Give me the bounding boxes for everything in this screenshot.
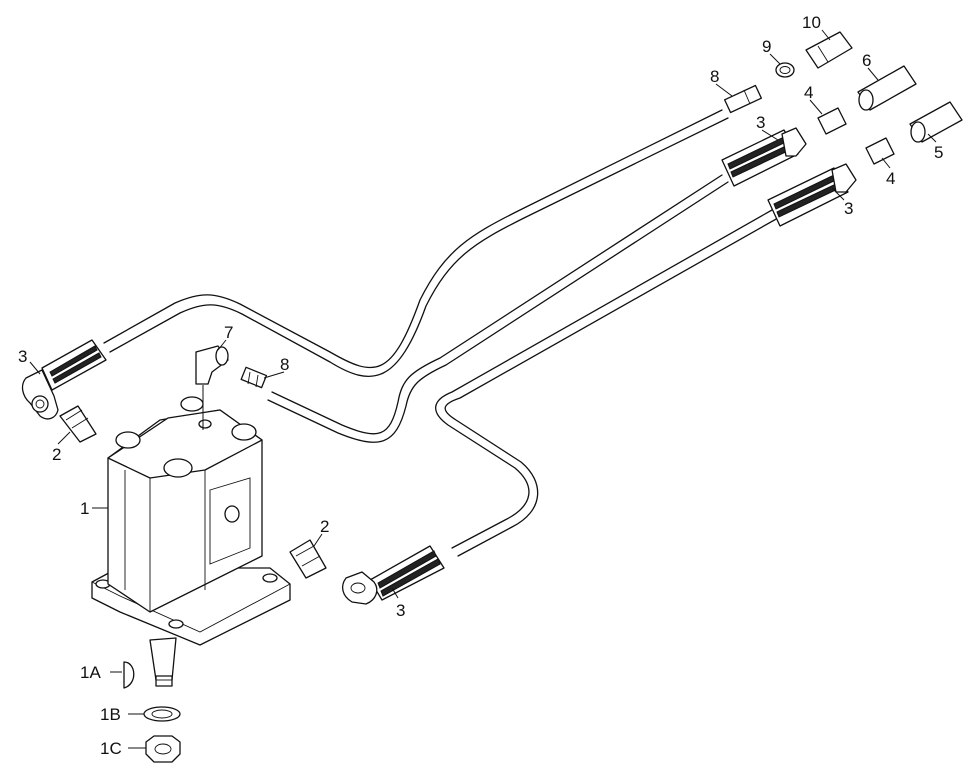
hose-end-3-right-upper [721, 127, 807, 187]
callout-1b: 1B [100, 705, 121, 724]
elbow-7 [195, 345, 229, 430]
callout-10: 10 [802, 13, 821, 32]
adapter-2-left [59, 405, 97, 443]
callout-3-bottom: 3 [396, 601, 405, 620]
key-1a [123, 661, 135, 689]
callout-1a: 1A [80, 663, 101, 682]
fitting-8-upper [723, 84, 763, 114]
callout-3-lower-right: 3 [844, 199, 853, 218]
callout-8-lower: 8 [280, 355, 289, 374]
callout-1c: 1C [100, 739, 122, 758]
callout-8-upper: 8 [710, 67, 719, 86]
hose-left-long [103, 109, 729, 377]
coupler-6 [857, 65, 917, 111]
callout-1: 1 [80, 499, 89, 518]
nut-1c [145, 735, 181, 763]
callout-9: 9 [762, 37, 771, 56]
coupler-5 [909, 101, 963, 143]
leader-lines [29, 29, 937, 749]
pump-body [91, 396, 291, 687]
callout-4-upper: 4 [804, 83, 813, 102]
callout-2-left: 2 [52, 445, 61, 464]
callout-5: 5 [934, 143, 943, 162]
callout-3-upper-right: 3 [756, 113, 765, 132]
washer-1b [143, 706, 181, 722]
callout-3-left: 3 [18, 347, 27, 366]
hose-right-long [435, 209, 779, 557]
washer-9 [775, 62, 795, 78]
nipple-4-lower [865, 137, 895, 165]
nipple-4-upper [817, 107, 847, 135]
callout-4-lower: 4 [886, 169, 895, 188]
adapter-2-right [289, 539, 327, 579]
hose-end-3-right-lower [767, 163, 857, 227]
callout-2-right: 2 [320, 517, 329, 536]
tube-8-lower [240, 366, 268, 389]
hose-center-long [267, 174, 729, 443]
callout-6: 6 [862, 51, 871, 70]
hose-end-3-bottom [341, 545, 445, 605]
hose-end-3-left [21, 339, 107, 420]
callout-7: 7 [224, 323, 233, 342]
coupler-10 [805, 31, 853, 69]
